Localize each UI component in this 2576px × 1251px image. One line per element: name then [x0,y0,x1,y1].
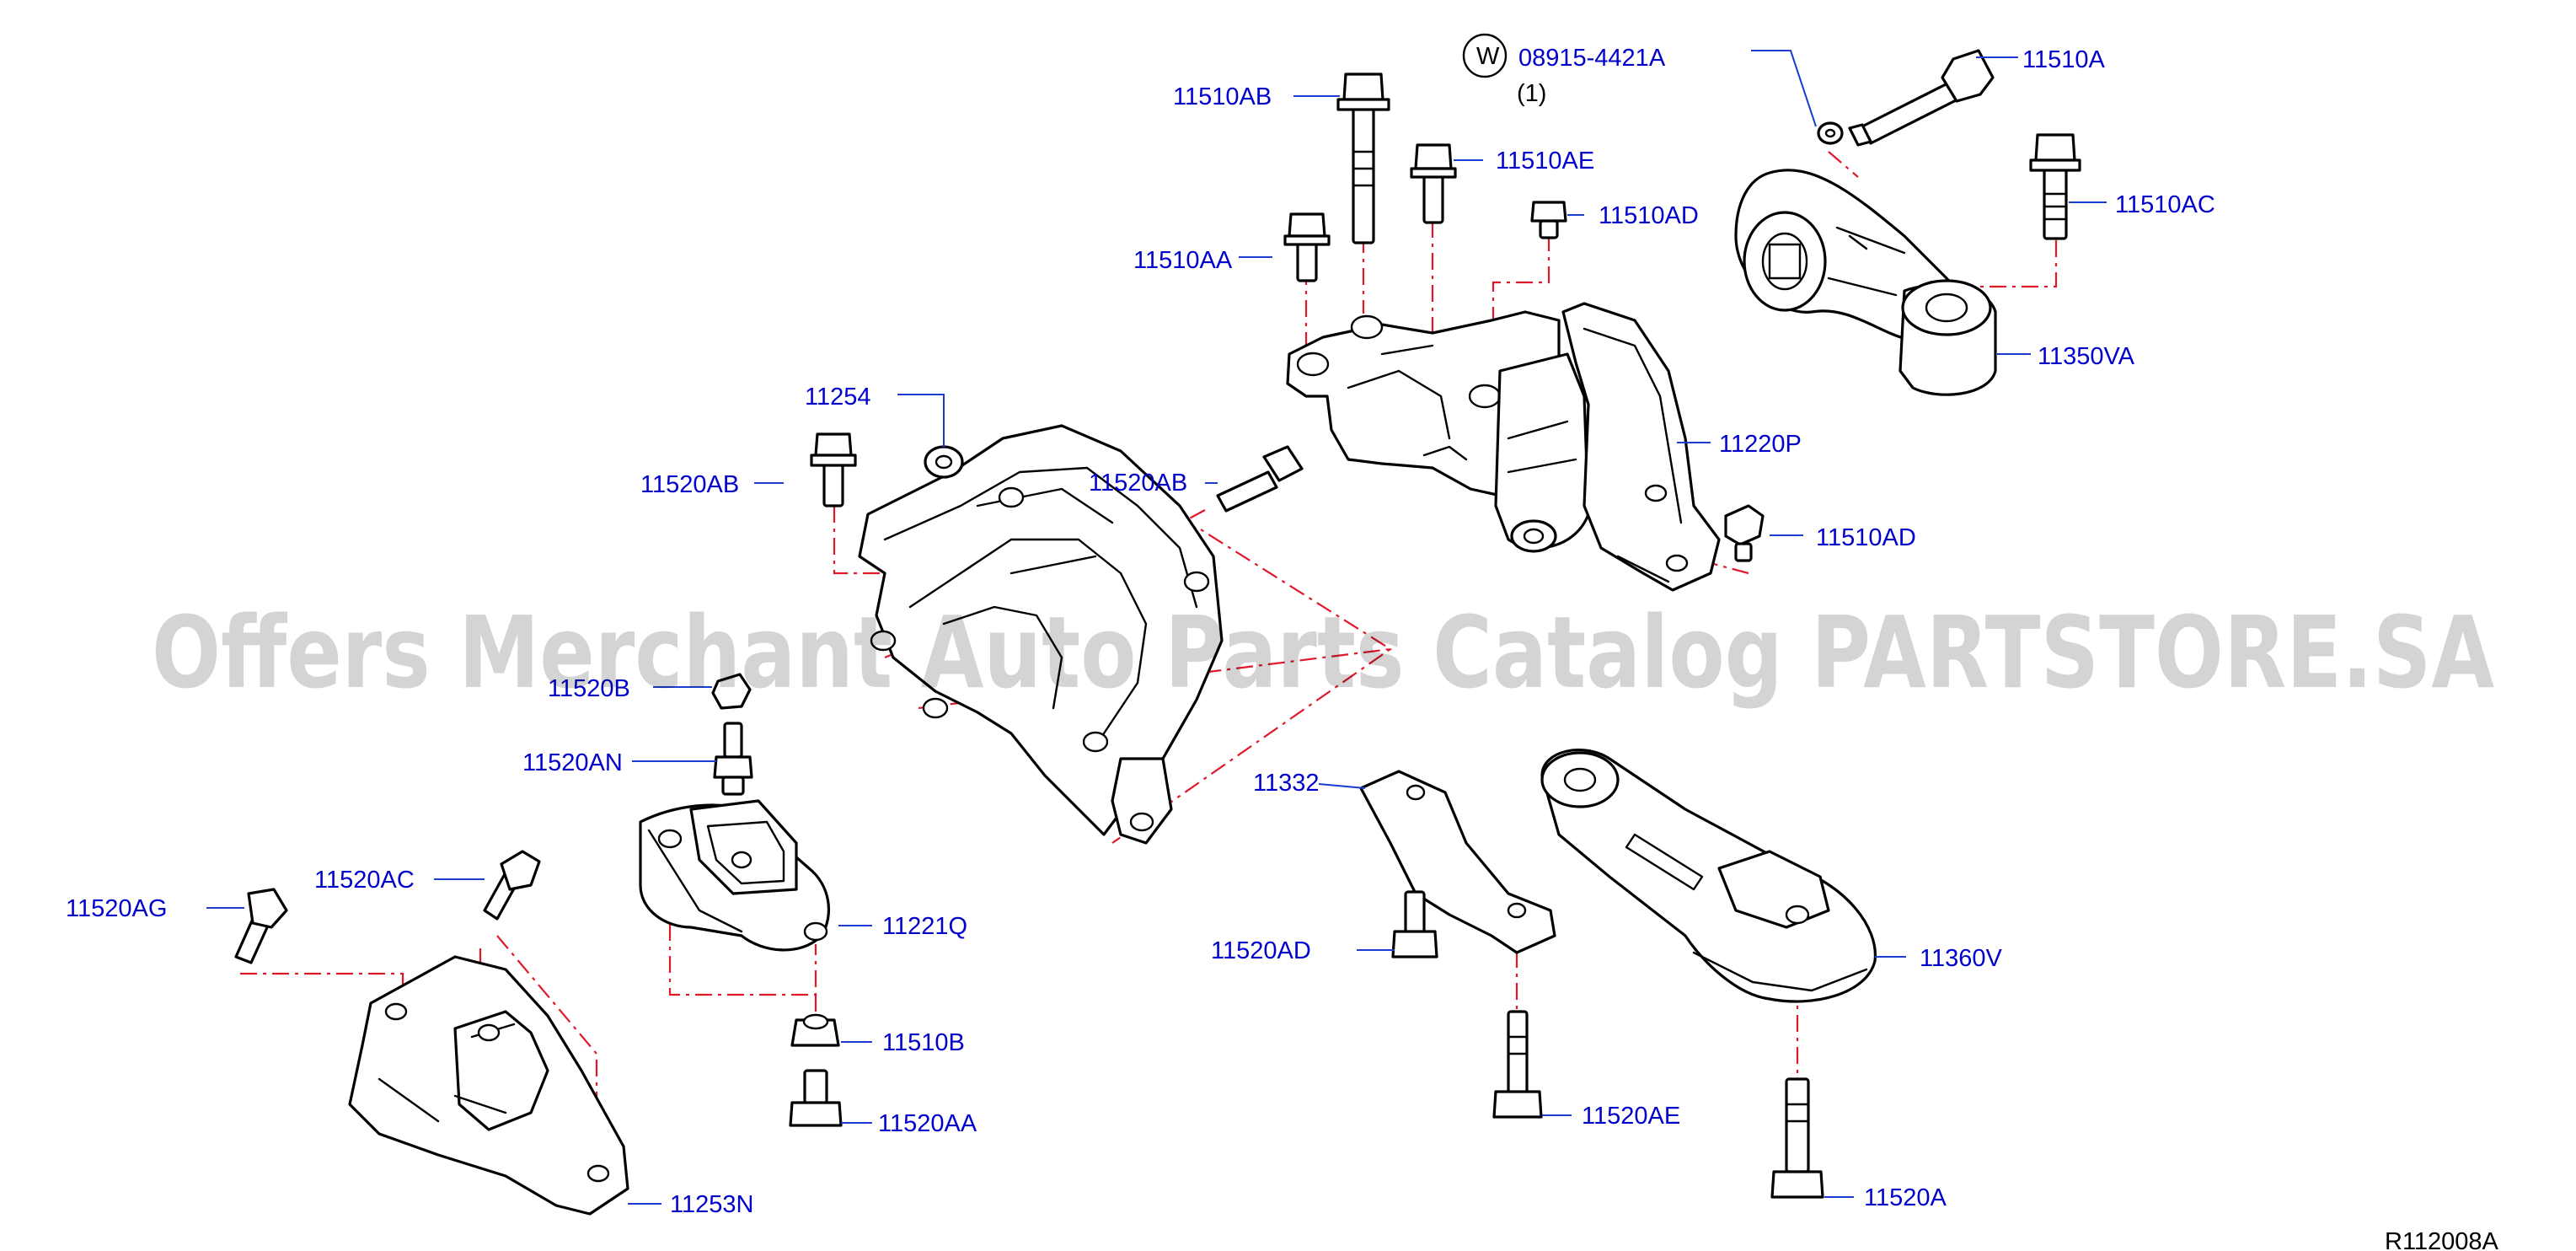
label-11510b[interactable]: 11510B [882,1029,965,1056]
label-11350va[interactable]: 11350VA [2038,343,2135,370]
label-11332[interactable]: 11332 [1253,770,1320,797]
label-11520aa[interactable]: 11520AA [878,1110,977,1137]
bolt-11520ad-icon [1391,890,1438,958]
washer-callout-mark: W [1476,43,1500,70]
watermark-text: Offers Merchant Auto Parts Catalog PARTS… [152,594,2494,711]
bolt-11520ac-icon [483,850,541,921]
label-11520ae[interactable]: 11520AE [1582,1103,1680,1130]
label-11510ad-lower[interactable]: 11510AD [1816,524,1916,551]
torque-rod-11350va [1734,169,1997,396]
bracket-11220p [1286,302,1721,592]
label-11520an[interactable]: 11520AN [522,749,623,776]
label-11221q[interactable]: 11221Q [882,913,967,940]
part-labels: W 08915-4421A (1) 11510A 11510AB 11510AE… [66,33,2499,1251]
bracket-11254 [858,424,1224,845]
bolt-11520ab-mid-icon [1216,445,1304,513]
label-11510ad-top[interactable]: 11510AD [1599,202,1699,229]
bolt-11510ad-lower-icon [1724,504,1765,562]
stud-11520an-icon [713,722,753,796]
label-11510aa[interactable]: 11510AA [1133,247,1233,274]
nut-11520b-icon [711,673,752,710]
bolt-11510a-icon [1817,49,1995,147]
label-08915-4421a[interactable]: 08915-4421A [1518,45,1666,72]
mount-11221q [639,799,830,952]
bolt-11510ab-icon [1336,72,1390,244]
label-11360v[interactable]: 11360V [1920,945,2002,972]
bolt-11520a-icon [1770,1077,1824,1199]
label-11520a[interactable]: 11520A [1864,1184,1947,1211]
leader-lines [206,50,2107,1205]
reference-code: R112008A [2385,1228,2499,1251]
label-11520ab-mid[interactable]: 11520AB [1089,470,1187,497]
label-11520ac[interactable]: 11520AC [314,867,415,894]
bolt-11520ag-icon [234,888,288,964]
nut-11510b-icon [790,1013,840,1047]
label-11510ac[interactable]: 11510AC [2115,191,2215,218]
label-11520ag[interactable]: 11520AG [66,895,167,922]
bolt-11520ab-left-icon [810,432,857,507]
label-quantity: (1) [1517,80,1546,107]
bolt-11510aa-icon [1283,212,1331,282]
label-11510ae[interactable]: 11510AE [1496,148,1594,174]
torque-rod-11360v [1540,749,1877,1003]
label-11254[interactable]: 11254 [805,384,871,411]
label-11510ab[interactable]: 11510AB [1173,83,1272,110]
bracket-11332 [1359,770,1556,954]
washer-callout-circle [1462,33,1508,78]
bolt-11520aa-icon [789,1069,843,1127]
label-11253n[interactable]: 11253N [670,1191,753,1218]
label-11510a[interactable]: 11510A [2022,46,2105,73]
label-11220p[interactable]: 11220P [1719,431,1802,458]
label-11520ad[interactable]: 11520AD [1211,937,1311,964]
bolt-11510ac-icon [2029,133,2081,240]
mount-11253n [348,955,629,1216]
bolt-11510ad-top-icon [1530,201,1567,239]
label-11520b[interactable]: 11520B [548,675,630,702]
stud-11520ae-icon [1492,1010,1543,1119]
label-11520ab-left[interactable]: 11520AB [640,471,739,498]
bolt-11510ae-icon [1410,143,1457,224]
